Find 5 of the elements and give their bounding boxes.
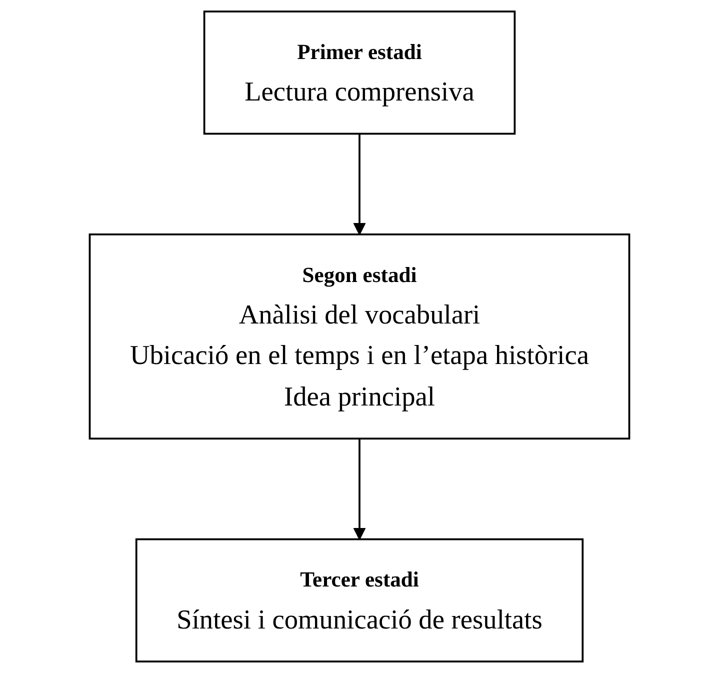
- node-box: Segon estadi Anàlisi del vocabulari Ubicació en el temps i en l’etapa històrica Idea principal: [88, 233, 630, 440]
- arrow: [353, 438, 366, 540]
- arrow: [353, 134, 366, 235]
- node-box: Tercer estadi Síntesi i comunicació de resultats: [135, 538, 584, 662]
- node-box: Primer estadi Lectura comprensiva: [203, 10, 516, 135]
